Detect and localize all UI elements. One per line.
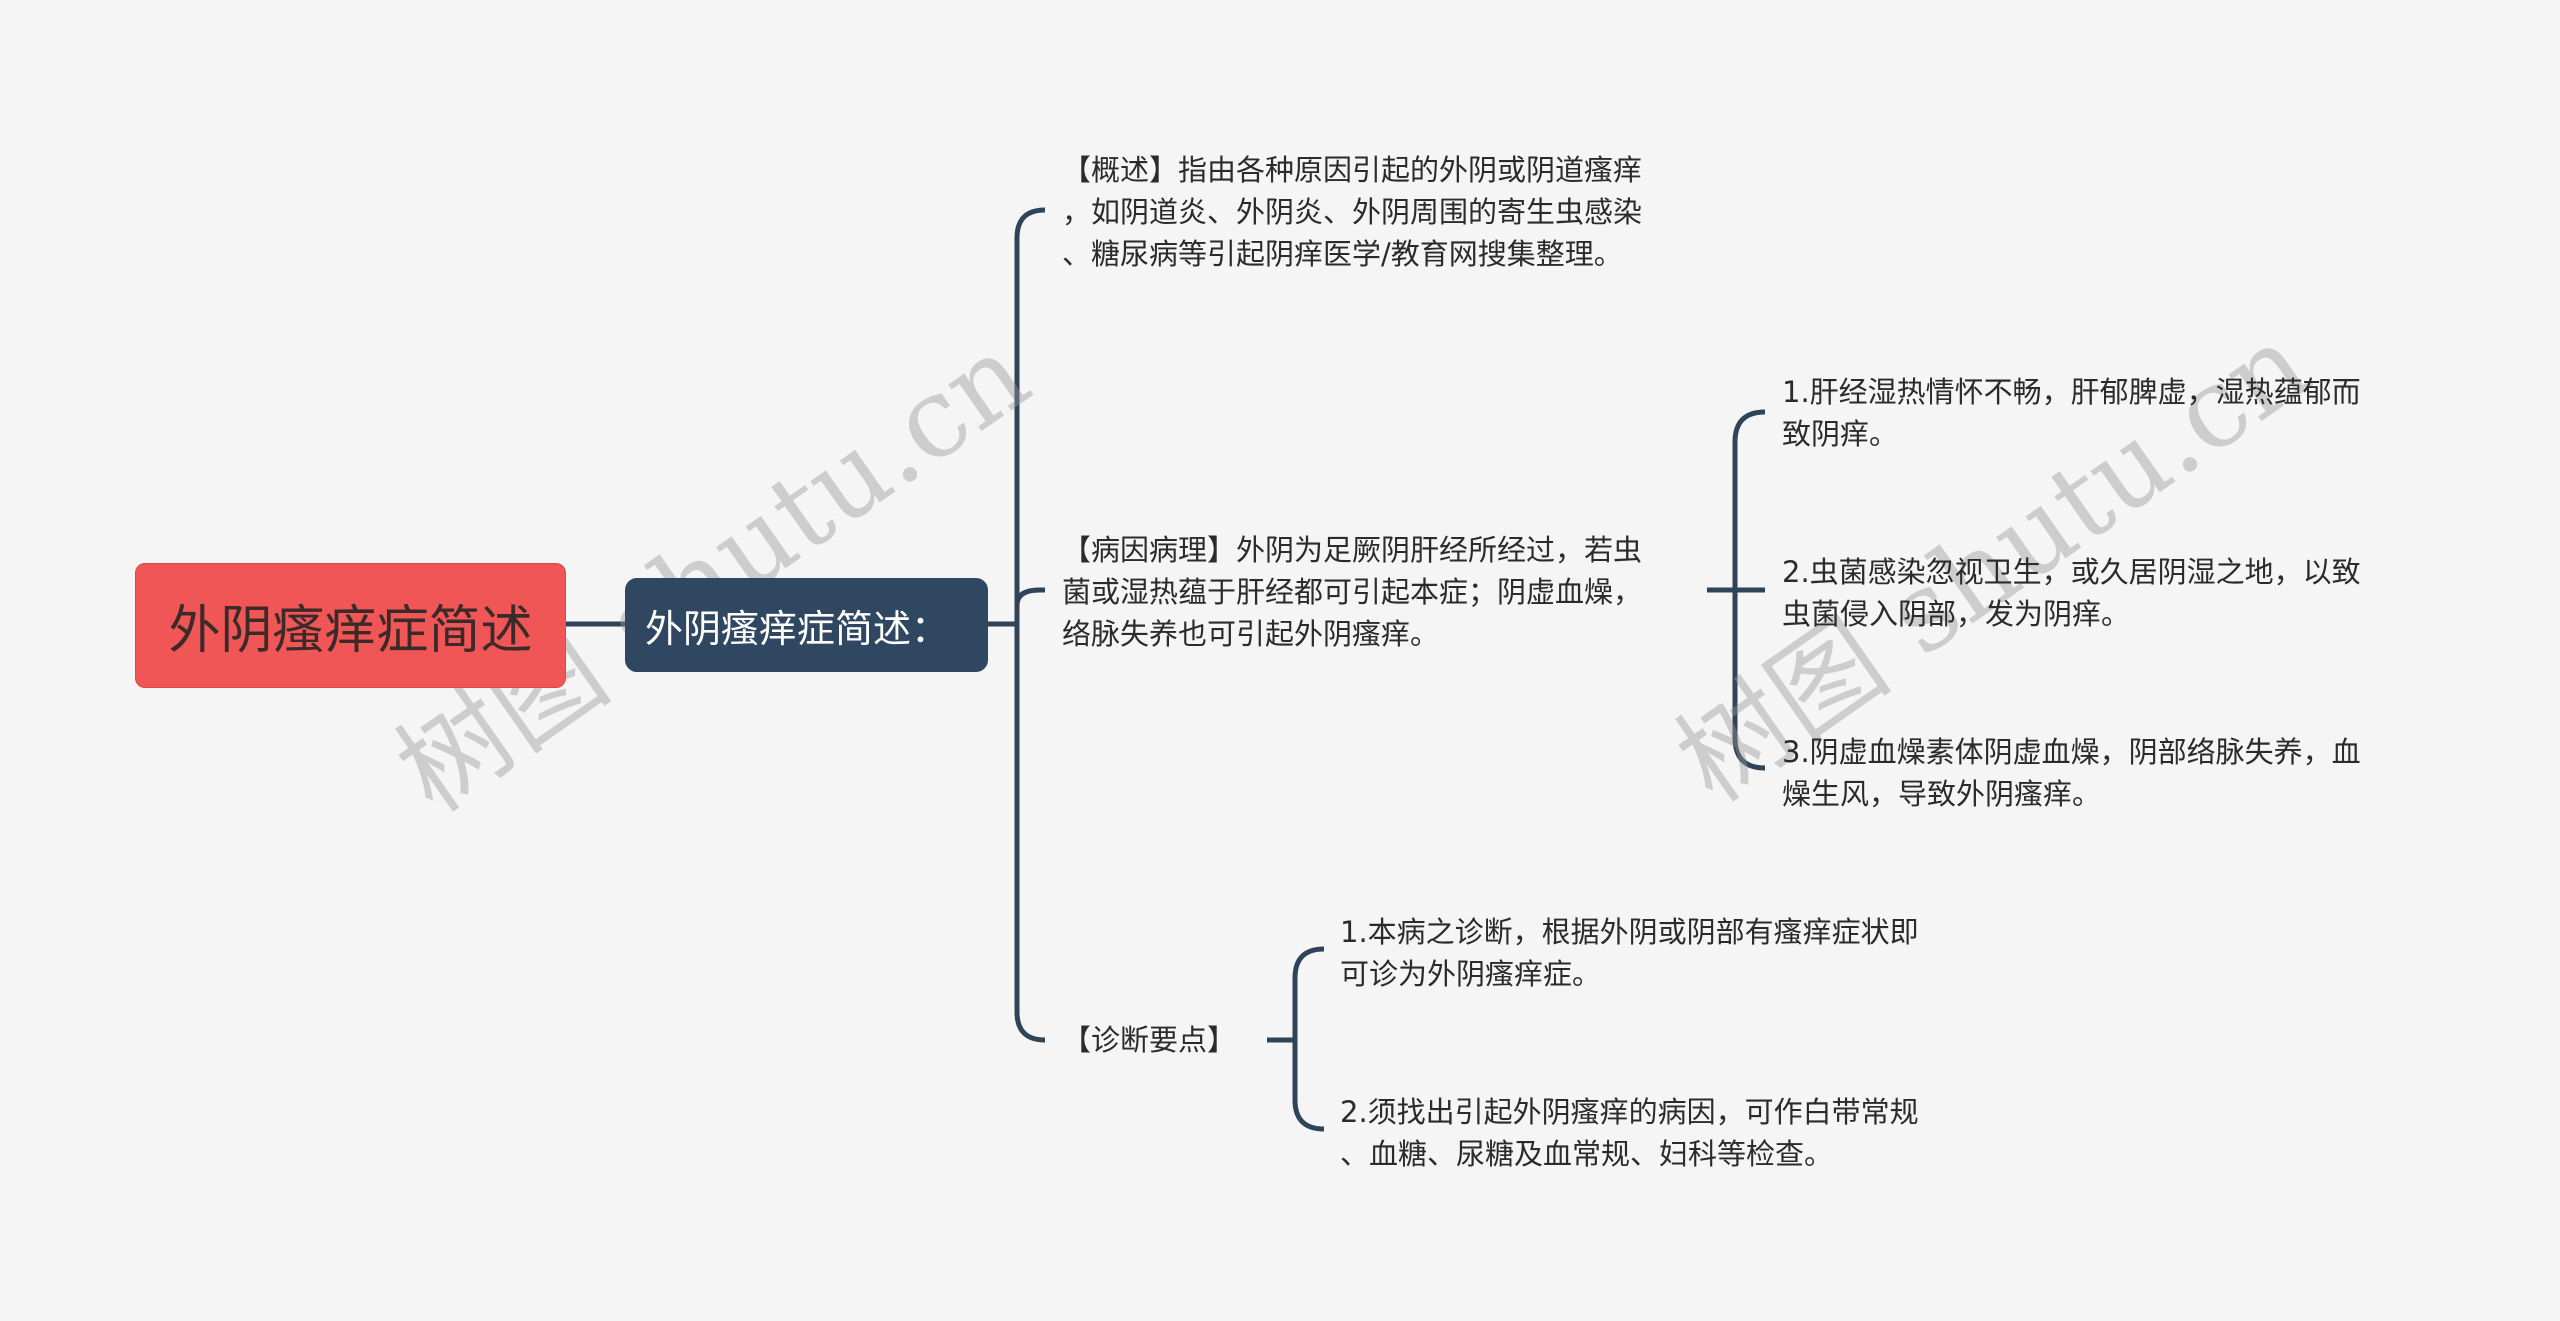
pathology-item-2[interactable]: 2.虫菌感染忽视卫生，或久居阴湿之地，以致 虫菌侵入阴部，发为阴痒。 bbox=[1782, 551, 2361, 635]
text-line: 1.肝经湿热情怀不畅，肝郁脾虚，湿热蕴郁而 bbox=[1782, 375, 2361, 409]
text-line: 、糖尿病等引起阴痒医学/教育网搜集整理。 bbox=[1062, 237, 1623, 271]
root-topic-label: 外阴瘙痒症简述 bbox=[168, 601, 533, 661]
diagnosis-item-2[interactable]: 2.须找出引起外阴瘙痒的病因，可作白带常规 、血糖、尿糖及血常规、妇科等检查。 bbox=[1340, 1091, 1919, 1175]
text-line: 1.本病之诊断，根据外阴或阴部有瘙痒症状即 bbox=[1340, 915, 1919, 949]
pathology-item-1[interactable]: 1.肝经湿热情怀不畅，肝郁脾虚，湿热蕴郁而 致阴痒。 bbox=[1782, 371, 2361, 455]
root-topic[interactable]: 外阴瘙痒症简述 bbox=[135, 563, 566, 688]
text-line: ，如阴道炎、外阴炎、外阴周围的寄生虫感染 bbox=[1062, 195, 1643, 229]
pathology-item-3[interactable]: 3.阴虚血燥素体阴虚血燥，阴部络脉失养，血 燥生风，导致外阴瘙痒。 bbox=[1782, 731, 2361, 815]
branch-overview[interactable]: 【概述】指由各种原因引起的外阴或阴道瘙痒 ，如阴道炎、外阴炎、外阴周围的寄生虫感… bbox=[1062, 149, 1642, 275]
text-line: 燥生风，导致外阴瘙痒。 bbox=[1782, 777, 2102, 811]
subtopic-summary[interactable]: 外阴瘙痒症简述： bbox=[625, 578, 988, 672]
text-line: 【概述】指由各种原因引起的外阴或阴道瘙痒 bbox=[1062, 153, 1643, 187]
text-line: 2.虫菌感染忽视卫生，或久居阴湿之地，以致 bbox=[1782, 555, 2361, 589]
text-line: 3.阴虚血燥素体阴虚血燥，阴部络脉失养，血 bbox=[1782, 735, 2361, 769]
branch-diagnosis[interactable]: 【诊断要点】 bbox=[1062, 1019, 1236, 1061]
text-line: 【病因病理】外阴为足厥阴肝经所经过，若虫 bbox=[1062, 533, 1643, 567]
text-line: 虫菌侵入阴部，发为阴痒。 bbox=[1782, 597, 2131, 631]
branch-pathology[interactable]: 【病因病理】外阴为足厥阴肝经所经过，若虫 菌或湿热蕴于肝经都可引起本症；阴虚血燥… bbox=[1062, 529, 1642, 655]
text-line: 菌或湿热蕴于肝经都可引起本症；阴虚血燥， bbox=[1062, 575, 1643, 609]
text-line: 络脉失养也可引起外阴瘙痒。 bbox=[1062, 617, 1440, 651]
text-line: 、血糖、尿糖及血常规、妇科等检查。 bbox=[1340, 1137, 1834, 1171]
text-line: 可诊为外阴瘙痒症。 bbox=[1340, 957, 1602, 991]
diagnosis-label: 【诊断要点】 bbox=[1062, 1023, 1237, 1057]
diagnosis-item-1[interactable]: 1.本病之诊断，根据外阴或阴部有瘙痒症状即 可诊为外阴瘙痒症。 bbox=[1340, 911, 1919, 995]
text-line: 致阴痒。 bbox=[1782, 417, 1899, 451]
subtopic-label: 外阴瘙痒症简述： bbox=[645, 606, 950, 651]
text-line: 2.须找出引起外阴瘙痒的病因，可作白带常规 bbox=[1340, 1095, 1919, 1129]
